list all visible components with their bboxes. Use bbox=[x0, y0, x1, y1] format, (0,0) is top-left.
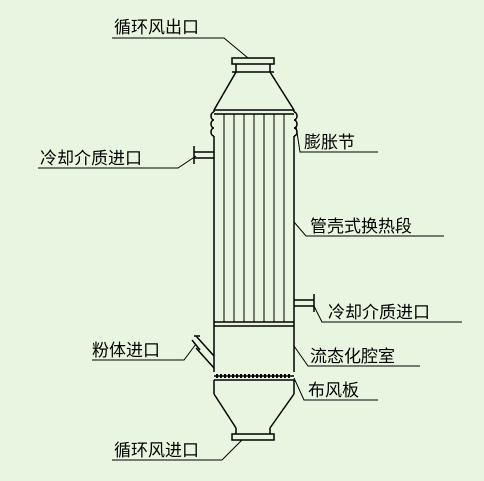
label-circ-air-inlet: 循环风进口 bbox=[114, 441, 199, 461]
top-outlet bbox=[213, 57, 295, 111]
label-distributor-plate: 布风板 bbox=[308, 381, 359, 401]
label-tube-shell-section: 管壳式换热段 bbox=[310, 217, 412, 237]
expansion-joint-left bbox=[210, 111, 215, 137]
label-expansion-joint: 膨胀节 bbox=[304, 133, 355, 153]
tube-bundle bbox=[214, 109, 294, 327]
label-coolant-inlet-bottom: 冷却介质进口 bbox=[328, 303, 430, 323]
bottom-inlet bbox=[213, 380, 295, 441]
leader-lines bbox=[38, 37, 462, 461]
label-circ-air-outlet: 循环风出口 bbox=[114, 18, 199, 38]
powder-inlet-nozzle bbox=[191, 335, 215, 369]
label-coolant-inlet-top: 冷却介质进口 bbox=[40, 149, 142, 169]
coolant-inlet-nozzle-bottom bbox=[294, 294, 315, 312]
coolant-inlet-nozzle-top bbox=[193, 146, 214, 164]
distributor-plate bbox=[214, 374, 294, 381]
label-powder-inlet: 粉体进口 bbox=[92, 341, 160, 361]
label-fluidized-chamber: 流态化腔室 bbox=[310, 347, 395, 367]
